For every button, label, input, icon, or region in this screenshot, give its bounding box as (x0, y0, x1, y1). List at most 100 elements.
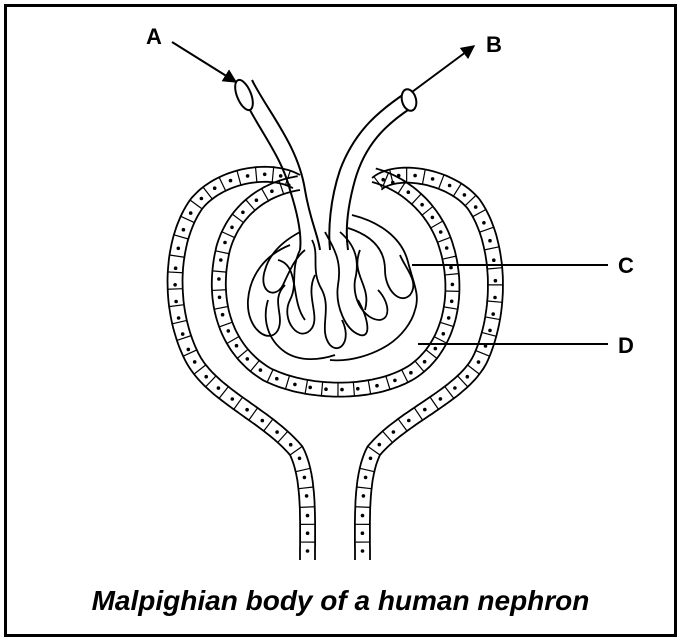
leader-b (412, 46, 474, 92)
cell-nucleus (393, 379, 397, 383)
cell-nucleus (488, 239, 492, 243)
inner-wall-cell-wall (222, 232, 235, 238)
outer-wall-left-cell-wall (183, 350, 197, 356)
outer-wall-right-cell-wall (465, 195, 476, 205)
cell-nucleus (356, 387, 360, 391)
inner-wall-cell-wall (426, 350, 437, 359)
outer-wall-right-cell-wall (398, 419, 407, 431)
inner-wall-cell-wall (250, 360, 259, 371)
cell-nucleus (200, 197, 204, 201)
cell-nucleus (324, 387, 328, 391)
cell-nucleus (259, 368, 263, 372)
cell-nucleus (246, 357, 250, 361)
cell-nucleus (255, 198, 259, 202)
outer-wall-left-cell-wall (298, 487, 313, 489)
outer-wall-left-cell-wall (234, 397, 243, 409)
outer-wall-right-cell-wall (468, 365, 480, 374)
outer-wall-right-edge-1 (370, 168, 503, 560)
cell-nucleus (463, 193, 467, 197)
cell-nucleus (279, 174, 283, 178)
inner-wall-cell-wall (431, 221, 443, 228)
outer-wall-left-cell-wall (174, 235, 188, 239)
outer-wall-right-cell-wall (439, 175, 444, 189)
outer-wall-left-cell-wall (296, 468, 311, 471)
cell-nucleus (381, 178, 385, 182)
cell-nucleus (177, 247, 181, 251)
cell-nucleus (204, 375, 208, 379)
outer-wall-left-cell-wall (219, 387, 228, 399)
inner-wall-cell-wall (212, 290, 226, 291)
label-b: B (486, 32, 502, 57)
inner-wall-cell-wall (412, 194, 421, 204)
cell-nucleus (227, 329, 231, 333)
outer-wall-right-cell-wall (357, 487, 372, 489)
cell-nucleus (423, 408, 427, 412)
outer-wall-right-cell-wall (480, 227, 494, 232)
outer-wall-left-cell-wall (237, 171, 241, 185)
inner-wall-cell-wall (237, 349, 248, 358)
cell-nucleus (431, 216, 435, 220)
cell-nucleus (181, 332, 185, 336)
cell-nuclei (173, 173, 497, 553)
cell-nucleus (439, 397, 443, 401)
outer-wall-right-edge-2 (355, 183, 488, 560)
inner-wall-cell-wall (219, 322, 232, 327)
cell-nucleus (182, 228, 186, 232)
label-d: D (618, 333, 634, 358)
cell-nucleus (223, 241, 227, 245)
outer-wall-left-cell-wall (169, 305, 184, 307)
outer-wall-right-cell-wall (482, 332, 496, 336)
cell-nucleus (193, 360, 197, 364)
cell-nucleus (361, 549, 365, 553)
inner-wall-cell-wall (402, 370, 408, 383)
cell-nucleus (241, 211, 245, 215)
cell-nucleus (474, 205, 478, 209)
glomerulus-capillary-tuft (248, 215, 417, 360)
inner-wall-cell-wall (279, 181, 284, 194)
inner-wall-cell-wall (422, 206, 433, 215)
cell-nucleus (306, 549, 310, 553)
cell-nucleus (231, 397, 235, 401)
inner-wall-cell-wall (246, 200, 255, 211)
cell-nucleus (235, 344, 239, 348)
outer-wall-left-cell-wall (177, 336, 191, 341)
cell-nucleus (423, 360, 427, 364)
inner-wall-cell-wall (215, 251, 229, 254)
inner-wall-cell-wall (440, 322, 453, 326)
cell-nucleus (378, 443, 382, 447)
outer-wall-left-cell-wall (256, 167, 257, 182)
outer-wall-right-cell-wall (453, 184, 461, 197)
inner-wall-cell-wall (442, 256, 456, 259)
outer-wall-left-cell-wall (170, 255, 185, 257)
cell-nucleus (375, 384, 379, 388)
inner-wall-cell-wall (267, 369, 273, 382)
cell-nucleus (189, 211, 193, 215)
outer-wall-left-edge-1 (168, 167, 301, 560)
cell-nucleus (364, 476, 368, 480)
cell-nucleus (434, 347, 438, 351)
cell-nucleus (361, 531, 365, 535)
cell-nucleus (407, 190, 411, 194)
outer-wall-left-cell-wall (203, 187, 212, 199)
outer-wall-right-cell-wall (445, 386, 454, 398)
inner-wall-cell-wall (232, 214, 243, 222)
inner-wall-cell-wall (444, 307, 458, 309)
cell-nucleus (413, 174, 417, 178)
capsule-inner-wall (212, 169, 460, 397)
cell-nucleus (270, 189, 274, 193)
outer-wall-left-cell-wall (168, 289, 183, 290)
cell-nucleus (362, 494, 366, 498)
inner-wall-cell-wall (415, 361, 424, 372)
inner-wall-cell-wall (285, 376, 289, 389)
inner-wall-cell-wall (368, 380, 370, 394)
cell-nucleus (177, 316, 181, 320)
cell-nucleus (306, 514, 310, 518)
outer-wall-right-cell-wall (368, 446, 380, 455)
cell-nucleus (213, 186, 217, 190)
inner-wall-cell-wall (437, 237, 450, 242)
cell-nucleus (448, 184, 452, 188)
inner-wall-cell-wall (321, 382, 322, 396)
cell-nucleus (397, 174, 401, 178)
